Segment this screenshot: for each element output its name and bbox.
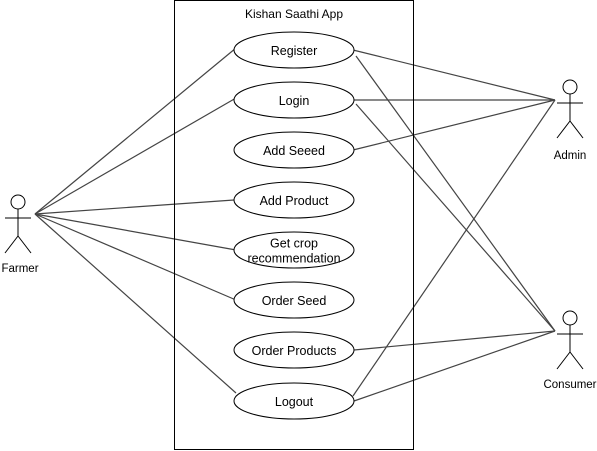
actor-consumer[interactable]: Consumer <box>543 310 597 391</box>
actor-label: Consumer <box>543 379 596 391</box>
actor-right-leg <box>569 120 584 139</box>
association-line-consumer-logout <box>353 330 556 402</box>
system-boundary-box <box>174 0 414 450</box>
use-case-ellipse <box>233 382 355 420</box>
association-line-farmer-login <box>34 97 237 215</box>
actor-admin[interactable]: Admin <box>554 79 587 162</box>
actor-head <box>10 194 26 210</box>
actor-left-leg <box>556 351 571 370</box>
use-case-logout[interactable]: Logout <box>233 382 355 420</box>
system-title: Kishan Saathi App <box>245 7 343 21</box>
use-case-add-seed[interactable]: Add Seeed <box>233 131 355 169</box>
use-case-ellipse <box>233 81 355 119</box>
use-case-order-products[interactable]: Order Products <box>233 331 355 369</box>
actor-head <box>562 79 578 95</box>
association-line-consumer-login <box>355 103 556 332</box>
association-line-admin-add-seed <box>352 99 556 151</box>
use-case-ellipse <box>233 331 355 369</box>
actor-right-leg <box>569 351 584 370</box>
use-case-register[interactable]: Register <box>233 31 355 69</box>
use-case-label: Logout <box>275 395 314 409</box>
association-line-farmer-get-crop-recommendation <box>34 213 237 251</box>
use-case-label: Add Product <box>260 194 329 208</box>
associations-layer <box>34 47 556 402</box>
use-case-label: Login <box>279 94 310 108</box>
actor-right-leg <box>17 235 32 254</box>
use-case-ellipse <box>233 231 355 269</box>
use-case-label: Get crop <box>270 237 318 251</box>
actor-left-leg <box>556 120 571 139</box>
use-case-label: Order Products <box>252 344 337 358</box>
use-case-ellipse <box>233 131 355 169</box>
use-case-label: Register <box>271 44 318 58</box>
association-line-admin-register <box>352 49 556 101</box>
use-case-ellipse <box>233 281 355 319</box>
use-case-add-product[interactable]: Add Product <box>233 181 355 219</box>
association-line-farmer-add-product <box>34 199 235 215</box>
actor-label: Admin <box>554 150 587 162</box>
association-line-admin-logout <box>352 99 556 397</box>
actor-farmer[interactable]: Farmer <box>1 194 39 275</box>
association-line-farmer-order-seed <box>34 213 237 301</box>
system-boundary: Kishan Saathi App <box>174 0 414 450</box>
association-line-consumer-order-products <box>353 330 556 351</box>
use-case-order-seed[interactable]: Order Seed <box>233 281 355 319</box>
actor-head <box>562 310 578 326</box>
association-line-farmer-logout <box>34 213 237 394</box>
use-case-label: Order Seed <box>262 294 327 308</box>
use-case-login[interactable]: Login <box>233 81 355 119</box>
actor-left-leg <box>4 235 19 254</box>
use-case-ellipse <box>233 31 355 69</box>
association-line-consumer-register <box>355 55 556 332</box>
use-case-label: Add Seeed <box>263 144 325 158</box>
association-line-farmer-register <box>34 47 237 215</box>
use-case-ellipse <box>233 181 355 219</box>
actor-label: Farmer <box>1 263 38 275</box>
use-case-label: recommendation <box>247 252 340 266</box>
